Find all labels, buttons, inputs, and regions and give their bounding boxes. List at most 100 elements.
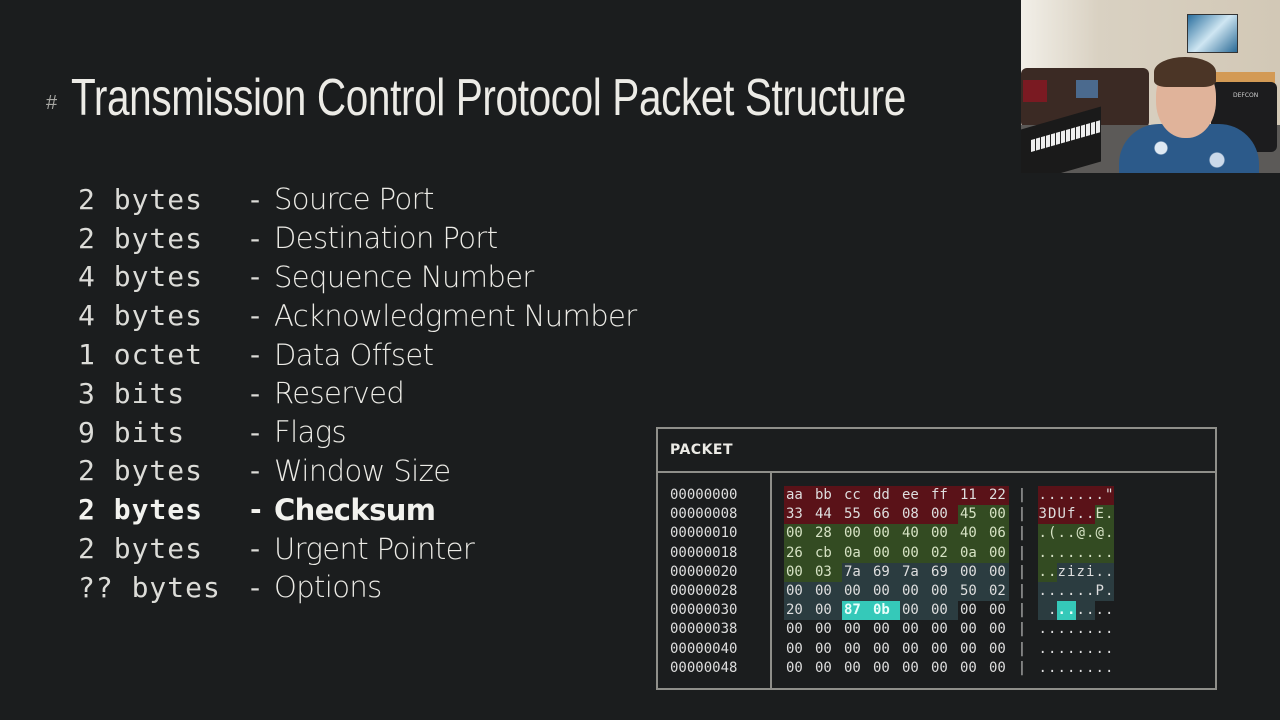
ascii-char: f (1066, 505, 1076, 525)
hex-byte[interactable]: 00 (813, 581, 842, 602)
ascii-char: . (1095, 486, 1105, 506)
ascii-char: @ (1076, 524, 1086, 544)
hex-byte[interactable]: 00 (987, 543, 1009, 563)
hex-byte[interactable]: 00 (842, 581, 871, 602)
hex-byte[interactable]: 00 (931, 640, 948, 657)
hex-byte[interactable]: 00 (784, 562, 813, 582)
hex-byte[interactable]: 20 (784, 601, 813, 621)
hex-byte[interactable]: cb (813, 543, 842, 563)
hex-byte[interactable]: 00 (844, 640, 861, 657)
hex-byte[interactable]: 00 (989, 640, 1006, 657)
hex-byte[interactable]: 00 (987, 505, 1009, 525)
offset-label: 00000048 (670, 659, 738, 676)
ascii-char: ( (1047, 524, 1057, 544)
field-dash: - (250, 532, 261, 566)
hex-byte[interactable]: 00 (815, 621, 832, 638)
hex-byte[interactable]: 00 (900, 601, 929, 621)
hex-byte[interactable]: 00 (871, 543, 900, 563)
ascii-char: . (1048, 640, 1057, 657)
hex-byte[interactable]: 00 (842, 524, 871, 544)
slide-title: Transmission Control Protocol Packet Str… (71, 69, 907, 127)
hex-byte[interactable]: 00 (900, 543, 929, 563)
hex-byte[interactable]: 40 (958, 524, 987, 544)
hex-byte[interactable]: 0b (871, 601, 900, 621)
hex-byte[interactable]: 00 (931, 659, 948, 676)
hex-byte[interactable]: 00 (929, 601, 958, 621)
hex-byte[interactable]: 00 (929, 524, 958, 544)
hex-byte[interactable]: 00 (960, 602, 977, 619)
hex-byte[interactable]: 00 (902, 640, 919, 657)
hex-byte[interactable]: 00 (815, 640, 832, 657)
hex-byte[interactable]: 00 (931, 621, 948, 638)
hex-byte[interactable]: 00 (902, 621, 919, 638)
hex-byte[interactable]: 06 (987, 524, 1009, 544)
hex-byte[interactable]: 00 (873, 640, 890, 657)
hex-byte[interactable]: dd (871, 486, 900, 506)
field-row-source-port: 2 bytes-Source Port (78, 180, 637, 219)
field-name: Flags (274, 415, 347, 450)
hex-byte[interactable]: 0a (958, 543, 987, 563)
hex-ascii-separator: | (1017, 621, 1027, 638)
hex-byte[interactable]: 00 (786, 659, 803, 676)
hex-byte[interactable]: 11 (958, 486, 987, 506)
hex-byte[interactable]: 00 (871, 581, 900, 602)
hex-byte[interactable]: 00 (902, 659, 919, 676)
hex-byte[interactable]: 00 (989, 621, 1006, 638)
hex-byte[interactable]: 69 (871, 562, 900, 582)
field-size: 2 bytes (78, 532, 204, 566)
hex-byte[interactable]: 00 (784, 524, 813, 544)
hex-byte[interactable]: 00 (989, 602, 1006, 619)
hex-byte[interactable]: 00 (844, 659, 861, 676)
hex-byte[interactable]: 22 (987, 486, 1009, 506)
hex-byte[interactable]: 40 (900, 524, 929, 544)
hex-byte[interactable]: 00 (844, 621, 861, 638)
hex-byte[interactable]: 02 (929, 543, 958, 563)
hex-byte[interactable]: 55 (842, 505, 871, 525)
ascii-char: . (1038, 640, 1047, 657)
hex-byte[interactable]: 00 (786, 640, 803, 657)
hex-byte[interactable]: aa (784, 486, 813, 506)
hex-byte[interactable]: 26 (784, 543, 813, 563)
hex-byte[interactable]: 00 (987, 562, 1009, 582)
hex-byte[interactable]: 00 (873, 659, 890, 676)
hex-byte[interactable]: 7a (842, 562, 871, 582)
ascii-char: P (1095, 581, 1105, 602)
webcam-overlay: DEFCON (1021, 0, 1280, 173)
hex-byte[interactable]: 08 (900, 505, 929, 525)
hex-byte[interactable]: 00 (871, 524, 900, 544)
hex-byte[interactable]: 00 (960, 621, 977, 638)
hex-byte[interactable]: 03 (813, 562, 842, 582)
hex-byte[interactable]: 00 (989, 659, 1006, 676)
hex-byte[interactable]: 7a (900, 562, 929, 582)
hex-byte[interactable]: 0a (842, 543, 871, 563)
hex-byte[interactable]: 00 (815, 659, 832, 676)
hex-byte[interactable]: 69 (929, 562, 958, 582)
hex-byte[interactable]: ff (929, 486, 958, 506)
hex-byte[interactable]: 87 (842, 601, 871, 621)
hex-byte[interactable]: 00 (784, 581, 813, 602)
hex-byte[interactable]: 00 (929, 505, 958, 525)
hex-byte[interactable]: 45 (958, 505, 987, 525)
hex-byte[interactable]: 33 (784, 505, 813, 525)
hex-byte[interactable]: 00 (960, 640, 977, 657)
hex-byte[interactable]: 50 (958, 581, 987, 602)
ascii-char: . (1085, 543, 1095, 563)
hex-byte[interactable]: 00 (813, 601, 842, 621)
hex-byte[interactable]: 28 (813, 524, 842, 544)
hex-byte[interactable]: cc (842, 486, 871, 506)
hex-byte[interactable]: 00 (786, 621, 803, 638)
hex-byte[interactable]: 66 (871, 505, 900, 525)
hex-byte[interactable]: 02 (987, 581, 1009, 602)
hex-byte[interactable]: 00 (960, 659, 977, 676)
hex-byte[interactable]: 00 (873, 621, 890, 638)
hex-byte[interactable]: 00 (900, 581, 929, 602)
hex-byte[interactable]: 00 (958, 562, 987, 582)
field-name: Data Offset (274, 337, 434, 372)
ascii-char: . (1085, 486, 1095, 506)
hex-byte[interactable]: ee (900, 486, 929, 506)
field-size: 2 bytes (78, 182, 204, 216)
hex-byte[interactable]: bb (813, 486, 842, 506)
hex-byte[interactable]: 00 (929, 581, 958, 602)
hex-byte[interactable]: 44 (813, 505, 842, 525)
